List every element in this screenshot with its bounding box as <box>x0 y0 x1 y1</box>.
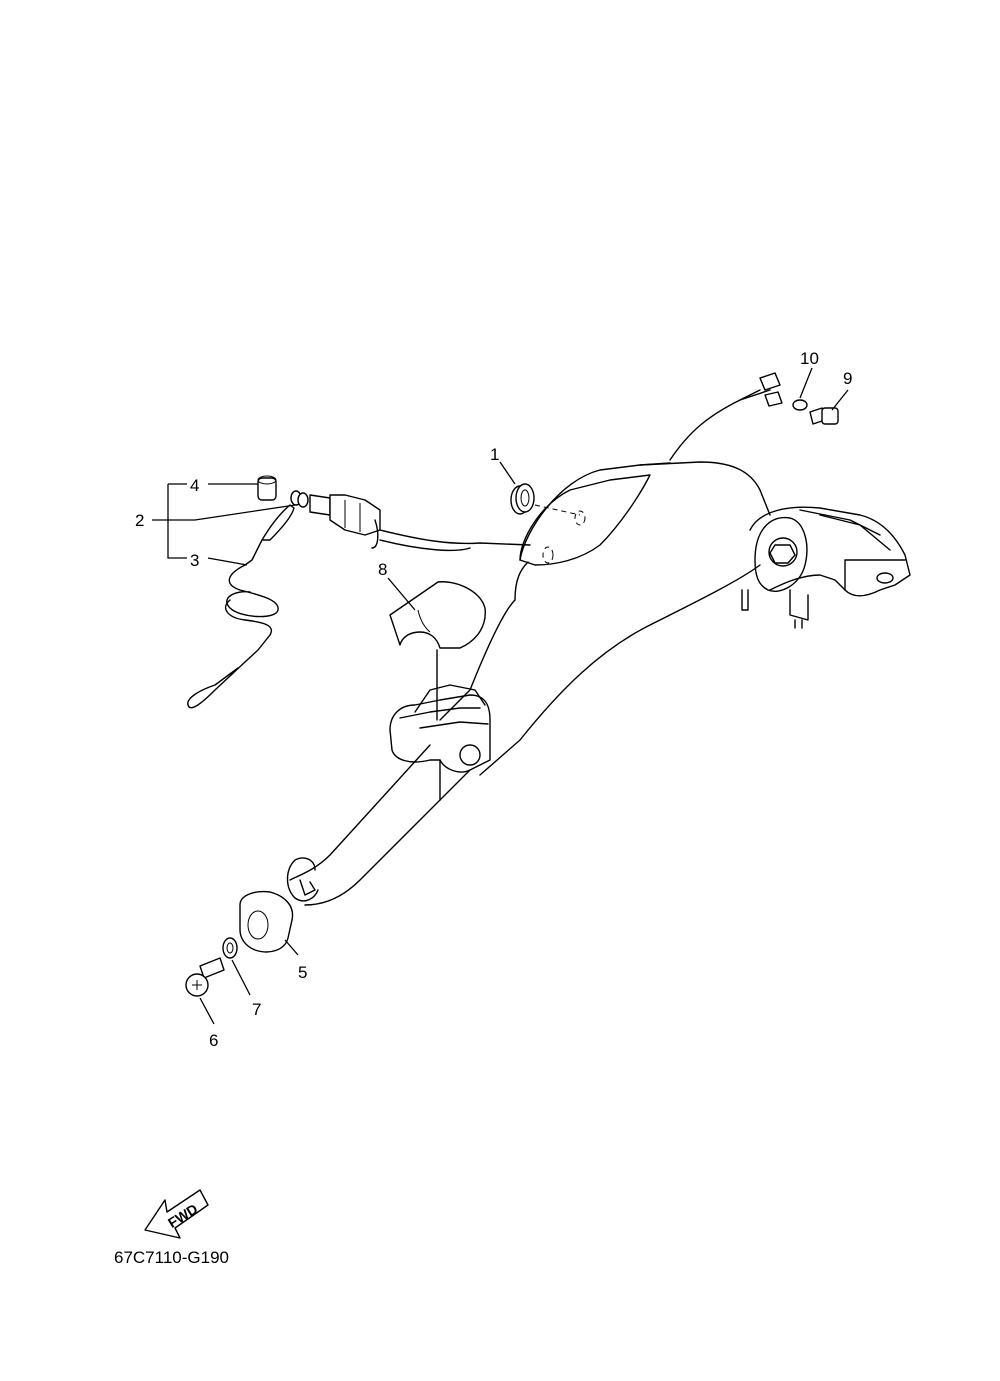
tiller-arm-lower-edge <box>439 599 516 721</box>
callout-3: 3 <box>190 551 199 570</box>
pivot-bracket <box>749 506 911 597</box>
tiller-arm-right-edge <box>479 564 761 776</box>
callout-10: 10 <box>800 349 819 368</box>
part-lanyard <box>187 504 295 709</box>
tiller-upper-panel <box>519 474 651 566</box>
tiller-handle <box>286 461 911 906</box>
part-grip-end-set <box>185 890 294 997</box>
part-grommet <box>510 483 586 564</box>
diagram-code: 67C7110-G190 <box>114 1248 229 1267</box>
wiring-harness <box>379 389 771 552</box>
callout-6: 6 <box>209 1031 218 1050</box>
part-cover <box>389 581 486 721</box>
callout-4: 4 <box>190 476 199 495</box>
callout-5: 5 <box>298 963 307 982</box>
part-terminals <box>759 372 839 425</box>
part-stop-switch <box>257 475 381 549</box>
callout-2: 2 <box>135 511 144 530</box>
tiller-grip-tube <box>289 744 431 881</box>
tiller-arm-upper <box>519 461 771 561</box>
callout-7: 7 <box>252 1000 261 1019</box>
leader-lines <box>152 367 849 1025</box>
tiller-arm-top-edge <box>639 462 671 466</box>
callout-9: 9 <box>843 369 852 388</box>
fwd-arrow-icon: FWD <box>144 1189 209 1239</box>
callout-8: 8 <box>378 560 387 579</box>
callout-1: 1 <box>490 445 499 464</box>
